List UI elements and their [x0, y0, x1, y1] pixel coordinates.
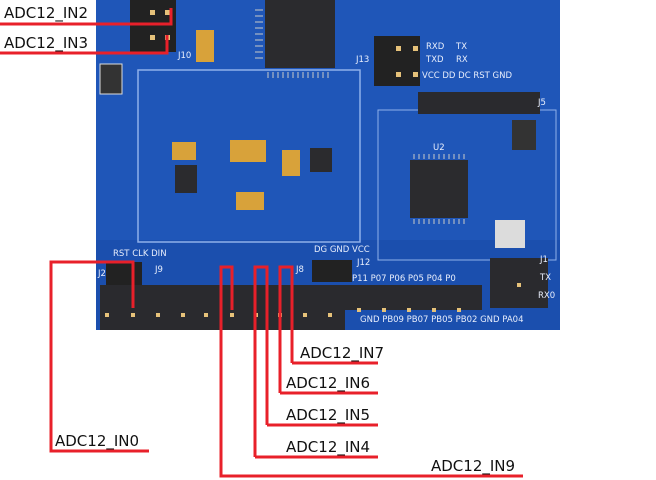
silk-j13: J13: [355, 55, 369, 65]
j5-header: [418, 92, 540, 114]
silk-j9-pins: RST CLK DIN: [113, 249, 167, 259]
label-adc12-in9: ADC12_IN9: [431, 457, 515, 476]
label-adc12-in6: ADC12_IN6: [286, 374, 370, 393]
leader-line-in4-in5: [253, 265, 269, 457]
silk-j9: J9: [154, 265, 163, 275]
label-adc12-in7: ADC12_IN7: [300, 344, 384, 363]
silk-j2: J2: [97, 269, 106, 279]
leader-line-in0: [49, 260, 149, 453]
silk-j5-pins: VCC DD DC RST GND: [422, 71, 513, 81]
label-adc12-in4: ADC12_IN4: [286, 438, 370, 457]
silk-j12: J12: [356, 258, 370, 268]
silk-j8-pins: DG GND VCC: [314, 245, 370, 255]
leader-line-in3: [0, 35, 169, 55]
silk-j5: J5: [537, 98, 546, 108]
mcu-chip: [265, 0, 335, 68]
leader-line-in9: [219, 265, 523, 478]
module-outline: [137, 69, 361, 243]
silk-rx: RX: [456, 55, 468, 65]
j13-header: [374, 36, 420, 86]
silk-j1-rx: RX0: [538, 291, 555, 301]
leader-line-in6-in7: [278, 265, 294, 393]
silk-u2: U2: [433, 143, 445, 153]
silk-tx: TX: [455, 42, 467, 52]
silk-j8: J8: [295, 265, 304, 275]
silk-j1-tx: TX: [539, 273, 551, 283]
label-adc12-in0: ADC12_IN0: [55, 432, 139, 451]
silk-bottom-row: GND PB09 PB07 PB05 PB02 GND PA04: [360, 315, 524, 325]
silk-j10: J10: [177, 51, 191, 61]
label-adc12-in5: ADC12_IN5: [286, 406, 370, 425]
silk-rxd: RXD: [426, 42, 445, 52]
label-adc12-in3: ADC12_IN3: [4, 34, 88, 53]
u2-chip: [410, 160, 468, 218]
silk-top-row: P11 P07 P06 P05 P04 P0: [352, 274, 456, 284]
silk-j1: J1: [539, 255, 548, 265]
silk-txd: TXD: [425, 55, 444, 65]
label-adc12-in2: ADC12_IN2: [4, 4, 88, 23]
leader-line-in2: [0, 8, 173, 26]
